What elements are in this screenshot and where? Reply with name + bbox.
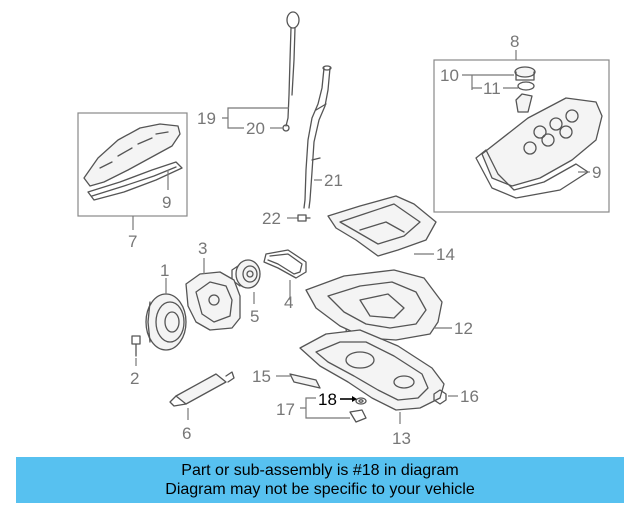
dipstick-tube-part — [303, 65, 332, 209]
callout-17: 17 — [276, 400, 295, 419]
callout-13: 13 — [392, 429, 411, 448]
sealant-tube-part — [169, 371, 235, 407]
callout-15: 15 — [252, 367, 271, 386]
callout-2: 2 — [130, 369, 139, 388]
valve-cover-part — [475, 66, 603, 199]
bracket-17-part — [349, 409, 367, 423]
belt-part — [263, 249, 307, 279]
callout-11: 11 — [483, 79, 501, 98]
callout-5: 5 — [250, 307, 259, 326]
gasket-18-part — [355, 397, 367, 405]
info-banner: Part or sub-assembly is #18 in diagram D… — [16, 457, 624, 503]
callout-16: 16 — [460, 387, 479, 406]
bolt-22-part — [297, 214, 311, 222]
callout-9-left: 9 — [162, 193, 171, 212]
callout-6: 6 — [182, 424, 191, 443]
bolt-2-part — [131, 335, 141, 357]
callout-1: 1 — [160, 261, 169, 280]
banner-line-1: Part or sub-assembly is #18 in diagram — [181, 462, 459, 479]
drain-plug-part — [433, 389, 447, 405]
leader-17 — [300, 397, 350, 419]
leader-10 — [462, 74, 514, 90]
callout-4: 4 — [284, 293, 293, 312]
engine-cover-part — [83, 123, 183, 201]
callout-19: 19 — [197, 109, 216, 128]
pulley-part — [231, 259, 261, 289]
callout-14: 14 — [436, 245, 455, 264]
callout-8: 8 — [510, 32, 519, 51]
callout-20: 20 — [246, 119, 265, 138]
under-tray-part — [327, 195, 437, 257]
callout-18: 18 — [318, 390, 337, 409]
timing-cover-part — [185, 271, 241, 331]
oil-pan-part — [299, 329, 445, 411]
crank-pulley-part — [145, 293, 187, 351]
baffle-part — [305, 269, 443, 341]
callout-9-right: 9 — [592, 163, 601, 182]
dipstick-part — [282, 11, 300, 132]
banner-line-2: Diagram may not be specific to your vehi… — [165, 481, 475, 498]
strainer-part — [289, 373, 321, 389]
group-box-8 — [433, 59, 610, 213]
callout-10: 10 — [440, 66, 459, 85]
leader-19 — [222, 107, 289, 129]
callout-7: 7 — [128, 232, 137, 251]
callout-21: 21 — [324, 171, 343, 190]
callout-3: 3 — [198, 239, 207, 258]
leader-18-arrow — [352, 396, 357, 402]
callout-22: 22 — [262, 209, 281, 228]
callout-12: 12 — [454, 319, 473, 338]
